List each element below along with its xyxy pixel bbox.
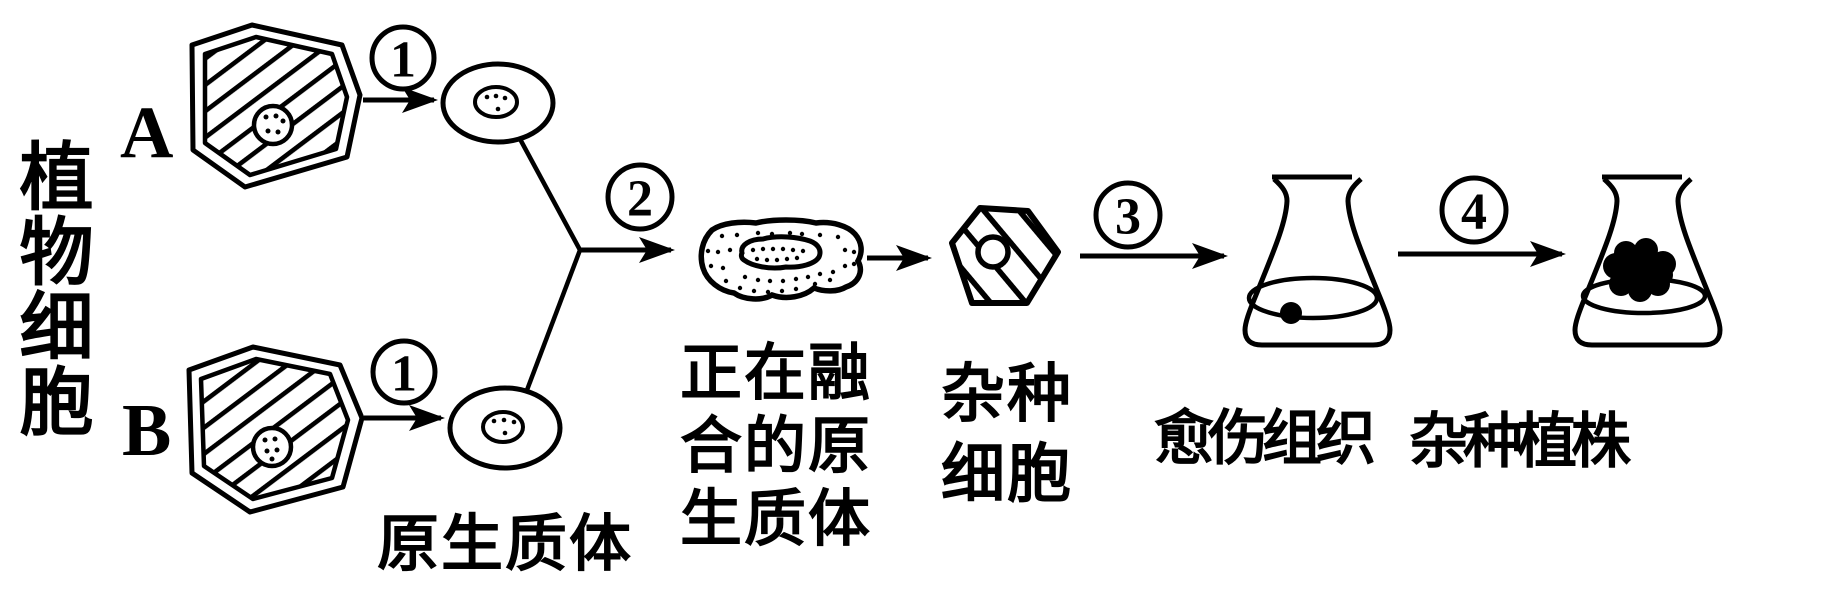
fusing-protoplast [698,217,864,302]
step-1b-badge: 1 [370,338,438,406]
fusing-protoplast-stipple-dots [705,230,857,295]
fusing-protoplast-label-line1: 正在融 [680,340,873,408]
cell-b-nucleus-dots [262,436,280,462]
hybrid-cell-label-line1: 杂种 [941,359,1073,430]
cell-b-nucleus [250,425,294,469]
cell-a-nucleus-dots [263,113,286,135]
callus-dot [1280,302,1302,324]
callus-medium-surface [1246,275,1380,321]
step-1a-number: 1 [390,32,416,89]
step-2-badge: 2 [605,162,675,232]
plant-cells-label: 植物细胞 [8,138,90,438]
protoplast-b-nucleus-dots [491,417,517,436]
protoplast-a-nucleus-dots [484,93,508,112]
step-1b-number: 1 [391,346,417,403]
cell-a-letter: A [120,92,174,174]
cell-a-outer-wall [189,22,363,190]
hybrid-cell-label: 杂种 细胞 [941,355,1073,515]
step-2-number: 2 [627,171,653,228]
step-3-badge: 3 [1093,180,1163,250]
cell-b-letter: B [122,390,172,472]
hybrid-cell-nucleus [975,234,1011,270]
cell-b-outer-wall [186,344,365,515]
fusing-protoplast-inner [738,234,823,271]
protoplast-b [447,385,563,471]
step-1a-badge: 1 [369,24,437,92]
protoplast-label: 原生质体 [377,511,634,579]
callus-flask [1242,174,1393,348]
hybrid-cell-label-line2: 细胞 [941,439,1073,510]
protoplast-a [440,61,556,145]
plant-cell-a [189,22,363,190]
fusing-protoplast-label: 正在融 合的原 生质体 [680,338,872,557]
step-4-badge: 4 [1439,175,1509,245]
hybrid-plant-flask [1572,174,1723,348]
connector-b [524,249,583,391]
fusing-protoplast-label-line3: 生质体 [680,486,873,554]
cell-a-nucleus [251,103,295,147]
hybrid-plant-mass [1603,238,1676,302]
hybrid-plant-label: 杂种植株 [1409,409,1631,475]
callus-label: 愈伤组织 [1154,406,1376,472]
plant-cell-b [186,344,365,515]
fusing-protoplast-label-line2: 合的原 [680,413,873,481]
callus-flask-body [1242,177,1393,348]
hybrid-plant-flask-body [1572,177,1723,348]
hybrid-cell [949,205,1061,306]
protoplast-b-nucleus [481,410,525,444]
connector-a [518,137,582,252]
step-4-number: 4 [1461,184,1487,241]
protoplast-a-nucleus [473,85,519,119]
step-3-number: 3 [1115,189,1141,246]
